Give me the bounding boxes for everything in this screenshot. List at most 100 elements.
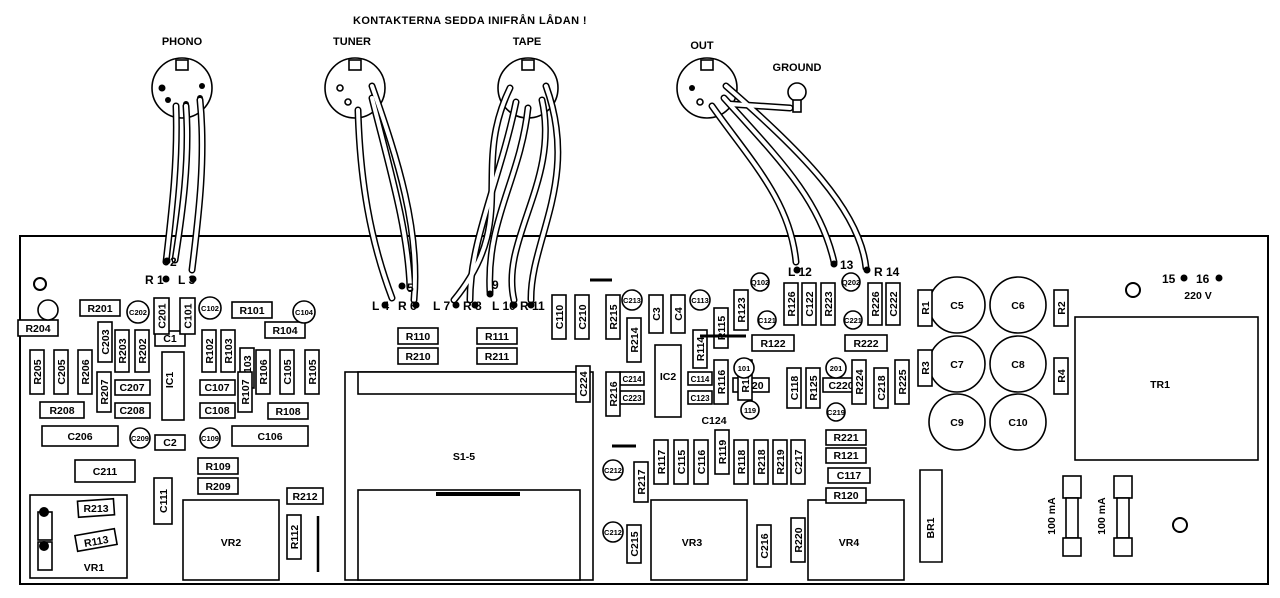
pin-7: L 7 — [433, 299, 450, 313]
component-r123 — [733, 289, 749, 331]
component-r105 — [304, 349, 320, 395]
switch-s1-5: S1-5 — [344, 371, 594, 581]
label-c101: C101 — [183, 303, 195, 328]
fuse-2-rating: 100 mA — [1096, 497, 1108, 535]
label-r123: R123 — [736, 297, 748, 322]
component-r220 — [790, 517, 806, 563]
component-c115 — [673, 439, 689, 485]
label-r116: R116 — [716, 370, 728, 395]
svg-text:C220: C220 — [828, 380, 853, 392]
filter-capacitors: C5 C6 C7 C8 C9 C10 — [928, 276, 1047, 451]
component-q101 — [733, 357, 755, 379]
svg-text:R111: R111 — [485, 331, 509, 343]
label-c121: C121 — [758, 316, 776, 325]
label-c221: C221 — [844, 316, 862, 325]
component-r207 — [96, 371, 112, 413]
component-r217 — [633, 461, 649, 503]
component-c212b — [602, 521, 624, 543]
fuses: 100 mA 100 mA — [1046, 475, 1133, 557]
component-r218 — [753, 439, 769, 485]
label-c215: C215 — [629, 531, 641, 556]
pin-13: 13 — [840, 258, 854, 272]
svg-text:VR3: VR3 — [682, 537, 703, 549]
component-r225 — [894, 359, 910, 405]
svg-text:IC1: IC1 — [164, 372, 176, 389]
label-r203: R203 — [117, 338, 129, 363]
svg-text:R113: R113 — [83, 534, 109, 550]
component-c212a — [602, 459, 624, 481]
component-r102 — [201, 329, 217, 373]
label-q201: 201 — [830, 364, 843, 373]
ground-terminal: GROUND — [773, 62, 822, 113]
label-r207: R207 — [99, 379, 111, 404]
component-q202 — [841, 272, 861, 292]
out-label: OUT — [690, 40, 714, 52]
svg-text:R121: R121 — [833, 450, 858, 462]
label-c202: C202 — [129, 308, 147, 317]
component-c122 — [801, 282, 817, 326]
label-r205: R205 — [32, 359, 44, 384]
label-r105: R105 — [307, 359, 319, 384]
label-c217: C217 — [793, 449, 805, 474]
label-r220: R220 — [793, 527, 805, 552]
component-c215 — [626, 524, 642, 564]
svg-text:BR1: BR1 — [925, 517, 937, 538]
svg-text:R212: R212 — [292, 491, 317, 503]
vr4-potentiometer: VR4 — [807, 499, 905, 581]
component-c217 — [790, 439, 806, 485]
svg-text:R210: R210 — [405, 351, 430, 363]
phono-label: PHONO — [162, 36, 203, 48]
svg-text:VR2: VR2 — [221, 537, 242, 549]
component-c101 — [179, 297, 196, 335]
component-c209 — [129, 427, 151, 449]
component-r224 — [851, 359, 867, 405]
svg-text:C8: C8 — [1011, 359, 1025, 371]
label-r114: R114 — [695, 337, 707, 362]
fuse-1-rating: 100 mA — [1046, 497, 1058, 535]
component-r205 — [29, 349, 45, 395]
label-r102: R102 — [204, 338, 216, 363]
wire-harness — [162, 82, 870, 304]
pin-9: 9 — [492, 278, 499, 292]
component-c202 — [126, 300, 150, 324]
pin-2: 2 — [170, 255, 177, 269]
label-c210: C210 — [577, 304, 589, 329]
label-r3: R3 — [920, 361, 932, 375]
svg-text:R211: R211 — [485, 351, 510, 363]
label-r103: R103 — [223, 338, 235, 363]
mounting-hole — [33, 277, 47, 291]
component-r206 — [77, 349, 93, 395]
label-c4: C4 — [673, 307, 685, 321]
label-r219: R219 — [775, 449, 787, 474]
ground-label: GROUND — [773, 62, 822, 74]
component-q119 — [740, 400, 760, 420]
pin-5: 5 — [407, 281, 414, 295]
label-c213: C213 — [623, 296, 641, 305]
svg-text:C124: C124 — [701, 415, 726, 427]
svg-text:C1: C1 — [163, 333, 177, 345]
label-r107: R107 — [240, 379, 252, 404]
svg-text:R221: R221 — [833, 432, 858, 444]
svg-text:R108: R108 — [275, 406, 300, 418]
component-r219 — [772, 439, 788, 485]
component-c3 — [648, 294, 664, 334]
label-r224: R224 — [854, 369, 866, 394]
component-c105 — [279, 349, 295, 395]
mounting-hole — [1172, 517, 1188, 533]
label-r216: R216 — [608, 381, 620, 406]
svg-text:R204: R204 — [25, 323, 50, 335]
svg-text:R222: R222 — [853, 338, 878, 350]
component-r126 — [783, 282, 799, 326]
tuner-label: TUNER — [333, 36, 371, 48]
label-c222: C222 — [888, 291, 900, 316]
component-c216 — [756, 524, 772, 568]
vr2-potentiometer: VR2 — [182, 499, 280, 581]
svg-text:C6: C6 — [1011, 300, 1025, 312]
svg-text:R120: R120 — [833, 490, 858, 502]
component-c201-cap — [37, 299, 59, 321]
label-r225: R225 — [897, 369, 909, 394]
component-r1 — [917, 289, 933, 327]
label-r215: R215 — [608, 304, 620, 329]
